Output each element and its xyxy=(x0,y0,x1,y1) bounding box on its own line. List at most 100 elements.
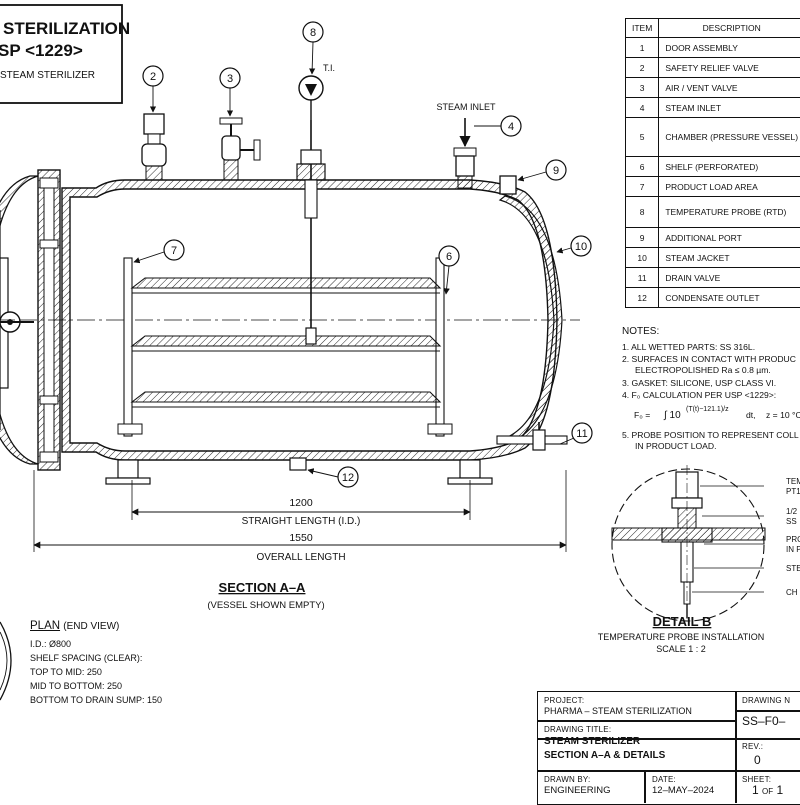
svg-text:3: 3 xyxy=(227,73,233,85)
item-description: DOOR ASSEMBLY xyxy=(659,38,800,58)
note-2b: ELECTROPOLISHED Ra ≤ 0.8 µm. xyxy=(635,365,771,375)
item-number: 6 xyxy=(626,157,659,177)
tb-divider-h3 xyxy=(537,770,800,772)
straight-length-value: 1200 xyxy=(289,497,313,509)
tb-divider-h1 xyxy=(537,720,737,722)
tb-divider-v2 xyxy=(644,770,646,803)
item-number: 3 xyxy=(626,78,659,98)
title-line-3: STEAM STERILIZER xyxy=(0,70,95,81)
note-5a: 5. PROBE POSITION TO REPRESENT COLL xyxy=(622,430,799,440)
probe-fitting xyxy=(301,150,321,164)
sheet-of: OF xyxy=(762,787,773,796)
sheet-value-row: 1 OF 1 xyxy=(752,783,783,797)
shelf-middle xyxy=(132,336,440,351)
flange-bolt-bottom xyxy=(40,452,58,462)
item-number: 5 xyxy=(626,118,659,157)
probe-nozzle xyxy=(297,164,325,180)
item-description: PRODUCT LOAD AREA xyxy=(659,177,800,197)
item-number: 7 xyxy=(626,177,659,197)
plan-line-5: BOTTOM TO DRAIN SUMP: 150 xyxy=(30,693,162,707)
shelf-rest-right xyxy=(428,424,452,434)
item-description: SAFETY RELIEF VALVE xyxy=(659,58,800,78)
drawing-title-value-2: SECTION A–A & DETAILS xyxy=(544,750,665,761)
rev-value: 0 xyxy=(754,753,761,767)
callout-7: 7 xyxy=(134,240,184,262)
detail-label-1: TEM xyxy=(786,477,800,486)
item-description: STEAM INLET xyxy=(659,98,800,118)
rev-label: REV.: xyxy=(742,742,763,751)
item-number: 11 xyxy=(626,268,659,288)
svg-text:8: 8 xyxy=(310,27,316,39)
plan-title: PLAN xyxy=(30,620,60,632)
detail-label-8: CH xyxy=(786,588,798,597)
plan-line-2: SHELF SPACING (CLEAR): xyxy=(30,651,162,665)
air-vent-valve xyxy=(220,118,260,180)
note-1: 1. ALL WETTED PARTS: SS 316L. xyxy=(622,342,755,352)
overall-length-label: OVERALL LENGTH xyxy=(256,552,345,563)
callout-3: 3 xyxy=(220,68,240,116)
svg-text:9: 9 xyxy=(553,165,559,177)
note-5b: IN PRODUCT LOAD. xyxy=(635,441,717,451)
plan-end-view-circle xyxy=(0,622,11,700)
flange-bolt-mid2 xyxy=(40,396,58,404)
item-description: TEMPERATURE PROBE (RTD) xyxy=(659,197,800,228)
vessel-section xyxy=(0,76,580,552)
svg-text:7: 7 xyxy=(171,245,177,257)
ti-label: T.I. xyxy=(323,63,335,73)
detail-scale: SCALE 1 : 2 xyxy=(656,644,706,654)
drawing-title-label: DRAWING TITLE: xyxy=(544,725,611,734)
drawn-by-label: DRAWN BY: xyxy=(544,775,590,784)
callout-12: 12 xyxy=(308,467,358,487)
shelf-rest-left xyxy=(118,424,142,434)
project-label: PROJECT: xyxy=(544,696,584,705)
item-number: 2 xyxy=(626,58,659,78)
section-subtitle: (VESSEL SHOWN EMPTY) xyxy=(207,600,324,611)
plan-block: PLAN (END VIEW) I.D.: Ø800 SHELF SPACING… xyxy=(30,619,162,707)
support-leg-left xyxy=(106,460,150,484)
callout-8: 8 xyxy=(303,22,323,74)
formula-lhs: F₀ = xyxy=(634,410,650,420)
plan-line-3: TOP TO MID: 250 xyxy=(30,665,162,679)
item-number: 8 xyxy=(626,197,659,228)
shelf-top xyxy=(132,278,440,293)
additional-port xyxy=(500,176,516,194)
date-value: 12–MAY–2024 xyxy=(652,785,714,796)
detail-b-view xyxy=(612,449,765,677)
tb-divider-v1 xyxy=(735,691,737,803)
title-line-1: STERILIZATION xyxy=(3,19,130,38)
detail-label-4: SS xyxy=(786,517,797,526)
note-2a: 2. SURFACES IN CONTACT WITH PRODUC xyxy=(622,354,796,364)
straight-length-label: STRAIGHT LENGTH (I.D.) xyxy=(242,516,361,527)
project-value: PHARMA – STEAM STERILIZATION xyxy=(544,706,692,716)
plan-line-1: I.D.: Ø800 xyxy=(30,637,162,651)
detail-title: DETAIL B xyxy=(653,614,712,629)
detail-label-3: 1/2 xyxy=(786,507,798,516)
probe-sleeve xyxy=(305,180,317,218)
item-description: STEAM JACKET xyxy=(659,248,800,268)
date-label: DATE: xyxy=(652,775,676,784)
tb-divider-h4 xyxy=(735,710,800,712)
sheet-total: 1 xyxy=(776,783,783,797)
item-description: CHAMBER (PRESSURE VESSEL) xyxy=(659,118,800,157)
svg-text:6: 6 xyxy=(446,251,452,263)
drawing-number-label: DRAWING N xyxy=(742,696,790,705)
formula-z: z = 10 °C xyxy=(766,410,800,420)
steam-inlet-label: STEAM INLET xyxy=(436,102,496,112)
plan-end-view-circle-inner xyxy=(0,632,7,690)
formula-exponent: (T(t)−121.1)/z xyxy=(686,406,729,413)
title-line-2: SP <1229> xyxy=(0,41,83,60)
svg-text:2: 2 xyxy=(150,71,156,83)
safety-relief-valve xyxy=(142,114,166,180)
section-title: SECTION A–A xyxy=(219,580,307,595)
probe-tip xyxy=(306,328,316,344)
